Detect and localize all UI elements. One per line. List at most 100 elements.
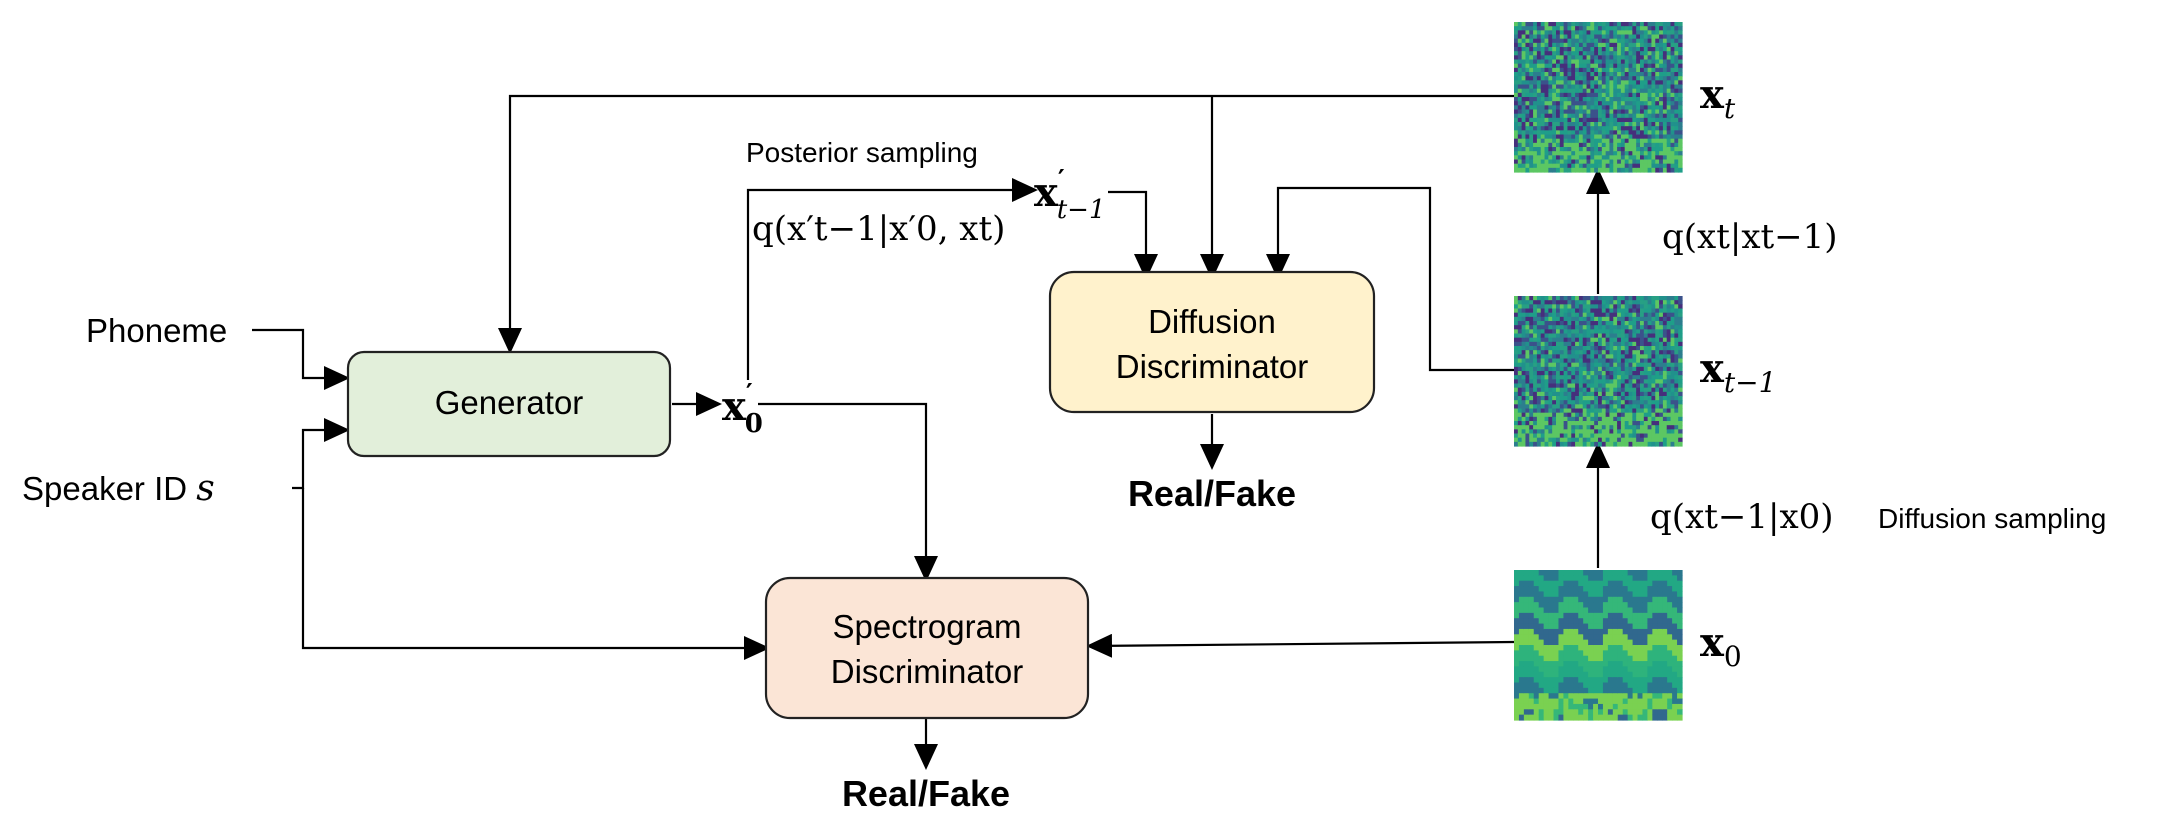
- spectrogram-cell: [1659, 341, 1664, 347]
- spectrogram-cell: [1552, 105, 1557, 111]
- spectrogram-cell: [1628, 312, 1633, 318]
- spectrogram-cell: [1590, 346, 1595, 351]
- spectrogram-cell: [1632, 698, 1639, 705]
- spectrogram-cell: [1674, 155, 1679, 161]
- spectrogram-cell: [1677, 703, 1683, 710]
- spectrogram-cell: [1548, 645, 1555, 651]
- spectrogram-cell: [1558, 682, 1565, 689]
- spectrogram-cell: [1563, 105, 1569, 111]
- spectrogram-cell: [1627, 687, 1634, 694]
- spectrogram-cell: [1659, 412, 1664, 418]
- spectrogram-cell: [1647, 429, 1653, 435]
- spectrogram-cell: [1558, 580, 1565, 587]
- spectrogram-cell: [1677, 693, 1683, 700]
- spectrogram-cell: [1559, 296, 1565, 301]
- spectrogram-cell: [1529, 138, 1534, 144]
- spectrogram-cell: [1624, 155, 1630, 161]
- spectrogram-cell: [1666, 321, 1672, 326]
- spectrogram-cell: [1594, 163, 1599, 169]
- spectrogram-cell: [1536, 163, 1542, 169]
- spectrogram-cell: [1640, 333, 1645, 339]
- spectrogram-cell: [1573, 596, 1579, 603]
- spectrogram-cell: [1632, 76, 1637, 81]
- spectrogram-cell: [1620, 142, 1626, 148]
- spectrogram-cell: [1662, 97, 1668, 102]
- spectrogram-cell: [1553, 580, 1560, 587]
- spectrogram-cell: [1590, 304, 1595, 310]
- spectrogram-cell: [1598, 126, 1603, 131]
- spectrogram-cell: [1544, 22, 1549, 27]
- spectrogram-cell: [1525, 51, 1530, 56]
- spectrogram-cell: [1620, 425, 1626, 430]
- spectrogram-cell: [1613, 59, 1618, 65]
- spectrogram-cell: [1609, 147, 1614, 152]
- spectrogram-cell: [1674, 312, 1679, 318]
- spectrogram-cell: [1573, 703, 1579, 710]
- spectrogram-cell: [1536, 325, 1542, 330]
- spectrogram-cell: [1678, 167, 1683, 173]
- spectrogram-cell: [1605, 433, 1611, 439]
- spectrogram-cell: [1643, 34, 1649, 40]
- spectrogram-cell: [1556, 155, 1561, 161]
- spectrogram-cell: [1536, 300, 1542, 305]
- spectrogram-cell: [1659, 55, 1664, 61]
- spectrogram-cell: [1575, 391, 1580, 397]
- spectrogram-cell: [1525, 379, 1530, 385]
- spectrogram-cell: [1632, 580, 1639, 587]
- spectrogram-cell: [1548, 687, 1555, 694]
- spectrogram-cell: [1607, 666, 1614, 673]
- spectrogram-cell: [1525, 159, 1530, 165]
- spectrogram-cell: [1517, 51, 1523, 56]
- spectrogram-cell: [1628, 437, 1633, 443]
- spectrogram-cell: [1632, 105, 1637, 111]
- spectrogram-cell: [1540, 408, 1546, 414]
- spectrogram-cell: [1533, 645, 1540, 651]
- spectrogram-cell: [1578, 59, 1584, 65]
- spectrogram-cell: [1617, 416, 1622, 422]
- spectrogram-cell: [1536, 117, 1542, 123]
- spectrogram-cell: [1598, 404, 1603, 410]
- spectrogram-cell: [1632, 375, 1637, 380]
- spectrogram-cell: [1556, 92, 1561, 98]
- spectrogram-cell: [1573, 709, 1579, 716]
- spectrogram-cell: [1636, 142, 1641, 148]
- spectrogram-cell: [1636, 130, 1641, 136]
- spectrogram-cell: [1548, 429, 1553, 435]
- spectrogram-cell: [1628, 333, 1633, 339]
- spectrogram-cell: [1544, 159, 1549, 165]
- spectrogram-cell: [1517, 138, 1523, 144]
- spectrogram-cell: [1544, 101, 1549, 106]
- spectrogram-cell: [1544, 134, 1549, 140]
- spectrogram-cell: [1583, 650, 1589, 657]
- diffusion-discriminator-block: Diffusion Discriminator: [1048, 270, 1376, 414]
- spectrogram-cell: [1662, 580, 1668, 587]
- spectrogram-cell: [1622, 575, 1629, 582]
- spectrogram-cell: [1640, 341, 1645, 347]
- spectrogram-cell: [1590, 391, 1595, 397]
- spectrogram-cell: [1544, 391, 1549, 397]
- spectrogram-cell: [1598, 634, 1604, 641]
- spectrogram-cell: [1552, 76, 1557, 81]
- spectrogram-cell: [1674, 383, 1679, 389]
- spectrogram-cell: [1617, 396, 1622, 401]
- spectrogram-cell: [1647, 677, 1653, 684]
- spectrogram-cell: [1636, 337, 1641, 343]
- spectrogram-cell: [1605, 80, 1611, 86]
- spectrogram-cell: [1605, 333, 1611, 339]
- spectrogram-cell: [1677, 612, 1683, 619]
- spectrogram-cell: [1578, 618, 1584, 625]
- spectrogram-cell: [1548, 703, 1555, 710]
- spectrogram-cell: [1563, 404, 1569, 410]
- spectrogram-cell: [1529, 337, 1534, 343]
- spectrogram-cell: [1559, 425, 1565, 430]
- spectrogram-cell: [1652, 639, 1658, 646]
- spectrogram-cell: [1655, 67, 1660, 73]
- spectrogram-cell: [1521, 366, 1527, 372]
- spectrogram-cell: [1662, 34, 1668, 40]
- spectrogram-cell: [1657, 687, 1663, 694]
- spectrogram-cell: [1518, 666, 1525, 673]
- spectrogram-cell: [1594, 304, 1599, 310]
- spectrogram-cell: [1605, 304, 1611, 310]
- spectrogram-cell: [1670, 134, 1675, 140]
- spectrogram-cell: [1556, 329, 1561, 335]
